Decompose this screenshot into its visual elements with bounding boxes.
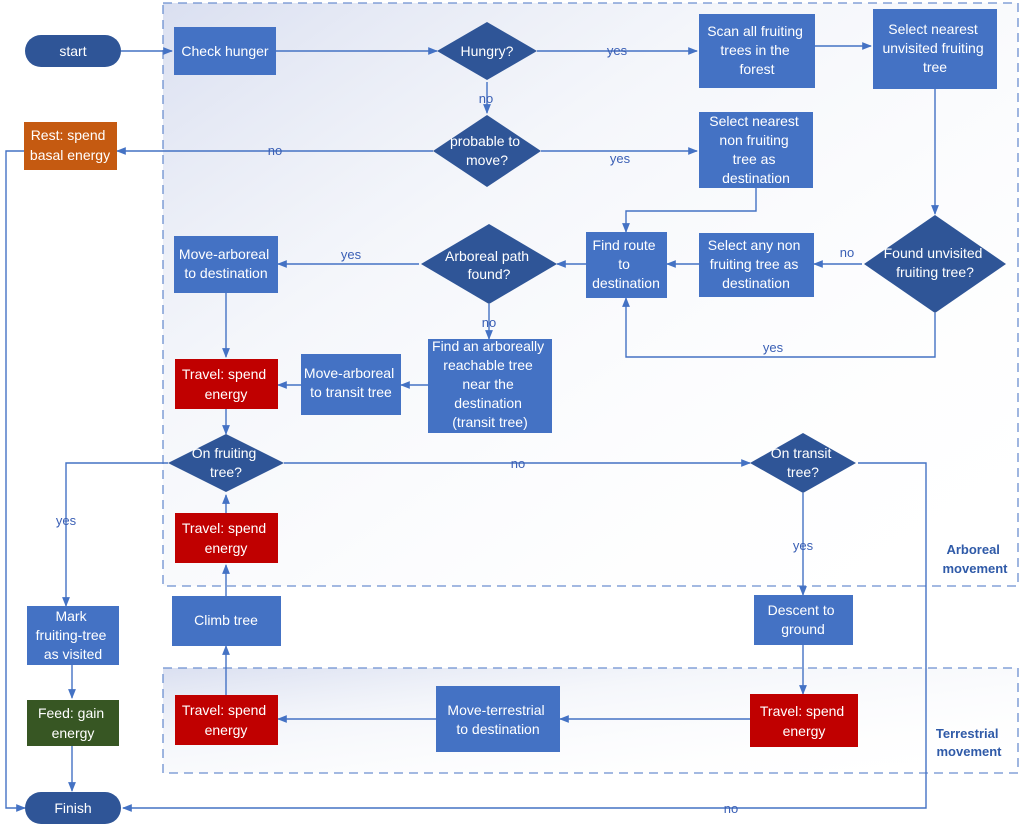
label-arboreal-no: no <box>482 315 496 330</box>
nodes: start Finish Check hunger Scan all fruit… <box>24 9 1006 824</box>
start-terminal: start <box>25 35 121 67</box>
travel-box-3: Travel: spend energy <box>175 695 278 745</box>
select-any-non-fruiting-box: Select any non fruiting tree as destinat… <box>699 233 814 297</box>
travel-box-2: Travel: spend energy <box>175 513 278 563</box>
svg-text:Find an arboreally rea: Find an arboreally reachable tree near t… <box>432 338 548 430</box>
probable-to-move-decision: probable to move? <box>433 115 541 187</box>
label-hungry-no: no <box>479 91 493 106</box>
label-transit-yes: yes <box>793 538 814 553</box>
label-found-no: no <box>840 245 854 260</box>
edge-found-yes <box>622 297 936 358</box>
edge-on-fruiting-yes <box>62 462 168 607</box>
label-fruiting-yes: yes <box>56 513 77 528</box>
edge-labels: yes no no yes yes no no yes yes no yes n… <box>56 43 854 816</box>
select-nearest-unvisited-box: Select nearest unvisited fruiting tree <box>873 9 997 89</box>
svg-text:Select nearest non fru: Select nearest non fruiting tree as dest… <box>709 113 802 186</box>
label-fruiting-no: no <box>511 456 525 471</box>
label-arboreal-yes: yes <box>341 247 362 262</box>
svg-text:probable to move?: probable to move? <box>450 133 524 168</box>
svg-text:Travel: spend energy: Travel: spend energy <box>182 520 270 556</box>
label-probable-yes: yes <box>610 151 631 166</box>
svg-text:Climb tree: Climb tree <box>194 612 258 628</box>
label-hungry-yes: yes <box>607 43 628 58</box>
svg-text:Found unvisited fruiti: Found unvisited fruiting tree? <box>884 245 987 280</box>
hungry-decision: Hungry? <box>437 22 537 80</box>
travel-box-1: Travel: spend energy <box>175 359 278 409</box>
check-hunger-box: Check hunger <box>174 27 276 75</box>
move-arboreal-transit-box: Move-arboreal to transit tree <box>301 354 401 415</box>
svg-text:Rest: spend basal ener: Rest: spend basal energy <box>30 127 110 163</box>
find-transit-tree-box: Find an arboreally reachable tree near t… <box>428 338 552 433</box>
svg-text:On fruiting tree?: On fruiting tree? <box>192 445 260 480</box>
on-fruiting-tree-decision: On fruiting tree? <box>168 434 284 492</box>
svg-text:Descent to ground: Descent to ground <box>768 602 839 637</box>
on-transit-tree-decision: On transit tree? <box>750 433 856 493</box>
svg-text:Scan all fruiting tree: Scan all fruiting trees in the forest <box>707 23 807 77</box>
terrestrial-region-label: Terrestrial movement <box>936 726 1002 759</box>
edge-on-transit-no <box>122 462 927 812</box>
svg-text:Mark fruiting-tree: Mark fruiting-tree as visited <box>36 608 111 662</box>
edge-rest-to-finish <box>5 150 26 812</box>
mark-visited-box: Mark fruiting-tree as visited <box>27 606 119 665</box>
label-found-yes: yes <box>763 340 784 355</box>
travel-box-4: Travel: spend energy <box>750 694 858 747</box>
scan-trees-box: Scan all fruiting trees in the forest <box>699 14 815 88</box>
select-nearest-non-fruiting-box: Select nearest non fruiting tree as dest… <box>699 112 813 188</box>
move-terrestrial-box: Move-terrestrial to destination <box>436 686 560 752</box>
svg-text:Arboreal path found?: Arboreal path found? <box>445 248 533 282</box>
edge-non-fruiting-to-find-route <box>622 188 757 233</box>
svg-text:Move-terrestrial to de: Move-terrestrial to destination <box>447 702 548 737</box>
svg-text:Move-arboreal to desti: Move-arboreal to destination <box>179 246 273 281</box>
terrestrial-movement-region: Terrestrial movement <box>162 667 1019 774</box>
find-route-box: Find route to destination <box>586 232 667 298</box>
svg-text:Find route to: Find route to destination <box>592 237 660 291</box>
svg-text:Finish: Finish <box>54 800 91 816</box>
finish-terminal: Finish <box>25 792 121 824</box>
feed-box: Feed: gain energy <box>27 700 119 746</box>
label-probable-no: no <box>268 143 282 158</box>
arboreal-path-found-decision: Arboreal path found? <box>421 224 557 304</box>
svg-text:start: start <box>59 43 86 59</box>
svg-text:Check hunger: Check hunger <box>181 43 269 59</box>
climb-tree-box: Climb tree <box>172 596 281 646</box>
svg-text:Select nearest unvisit: Select nearest unvisited fruiting tree <box>882 21 987 75</box>
svg-text:Hungry?: Hungry? <box>461 43 514 59</box>
svg-text:Feed: gain energy: Feed: gain energy <box>38 705 108 741</box>
rest-box: Rest: spend basal energy <box>24 122 117 170</box>
svg-text:Travel: spend energy: Travel: spend energy <box>182 366 270 402</box>
svg-text:Move-arboreal to trans: Move-arboreal to transit tree <box>304 365 398 400</box>
edges <box>5 42 939 812</box>
label-transit-no: no <box>724 801 738 816</box>
svg-text:On transit tree?: On transit tree? <box>771 445 836 480</box>
descent-box: Descent to ground <box>754 595 853 645</box>
svg-text:Travel: spend energy: Travel: spend energy <box>760 703 848 739</box>
svg-text:Travel: spend energy: Travel: spend energy <box>182 702 270 738</box>
svg-text:Select any non fruitin: Select any non fruiting tree as destinat… <box>708 237 805 291</box>
arboreal-region-label: Arboreal movement <box>942 542 1008 576</box>
move-arboreal-destination-box: Move-arboreal to destination <box>174 236 278 293</box>
found-unvisited-decision: Found unvisited fruiting tree? <box>864 215 1006 313</box>
